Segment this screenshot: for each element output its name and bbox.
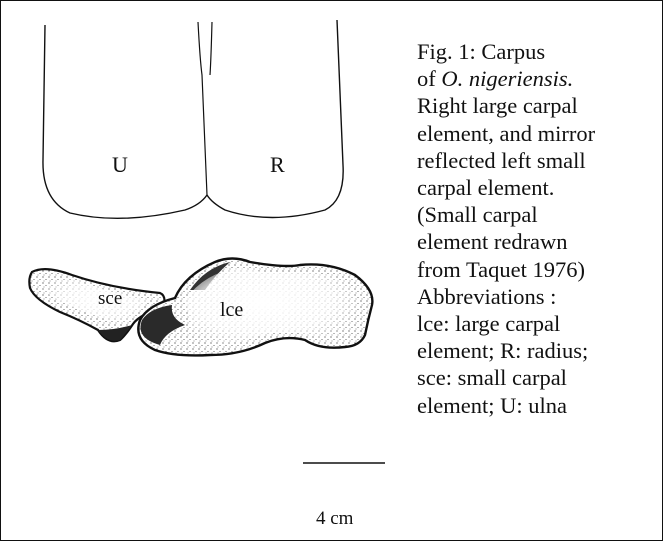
ulna-label: U xyxy=(112,154,128,176)
caption-line: reflected left small xyxy=(417,147,657,174)
caption-line: sce: small carpal xyxy=(417,364,657,391)
caption-line: lce: large carpal xyxy=(417,310,657,337)
caption-line: element; U: ulna xyxy=(417,392,657,419)
caption-line: element, and mirror xyxy=(417,120,657,147)
caption-line: element; R: radius; xyxy=(417,337,657,364)
caption-line: Abbreviations : xyxy=(417,283,657,310)
caption-line: of O. nigeriensis. xyxy=(417,65,657,92)
radius-left-edge xyxy=(210,22,212,75)
caption-line: carpal element. xyxy=(417,174,657,201)
scale-bar-label: 4 cm xyxy=(316,509,353,528)
caption-line: from Taquet 1976) xyxy=(417,256,657,283)
figure-caption: Fig. 1: Carpus of O. nigeriensis. Right … xyxy=(417,38,657,419)
caption-line: Right large carpal xyxy=(417,92,657,119)
large-carpal-element xyxy=(138,259,372,356)
sce-label: sce xyxy=(98,289,122,308)
radius-outline xyxy=(207,20,343,218)
ulna-right-edge xyxy=(198,22,207,195)
caption-line: element redrawn xyxy=(417,228,657,255)
radius-label: R xyxy=(270,154,285,176)
caption-text: of xyxy=(417,66,441,91)
species-name: O. nigeriensis. xyxy=(441,66,573,91)
caption-line: Fig. 1: Carpus xyxy=(417,38,657,65)
lce-label: lce xyxy=(220,300,243,320)
ulna-outline xyxy=(43,25,207,218)
caption-line: (Small carpal xyxy=(417,201,657,228)
